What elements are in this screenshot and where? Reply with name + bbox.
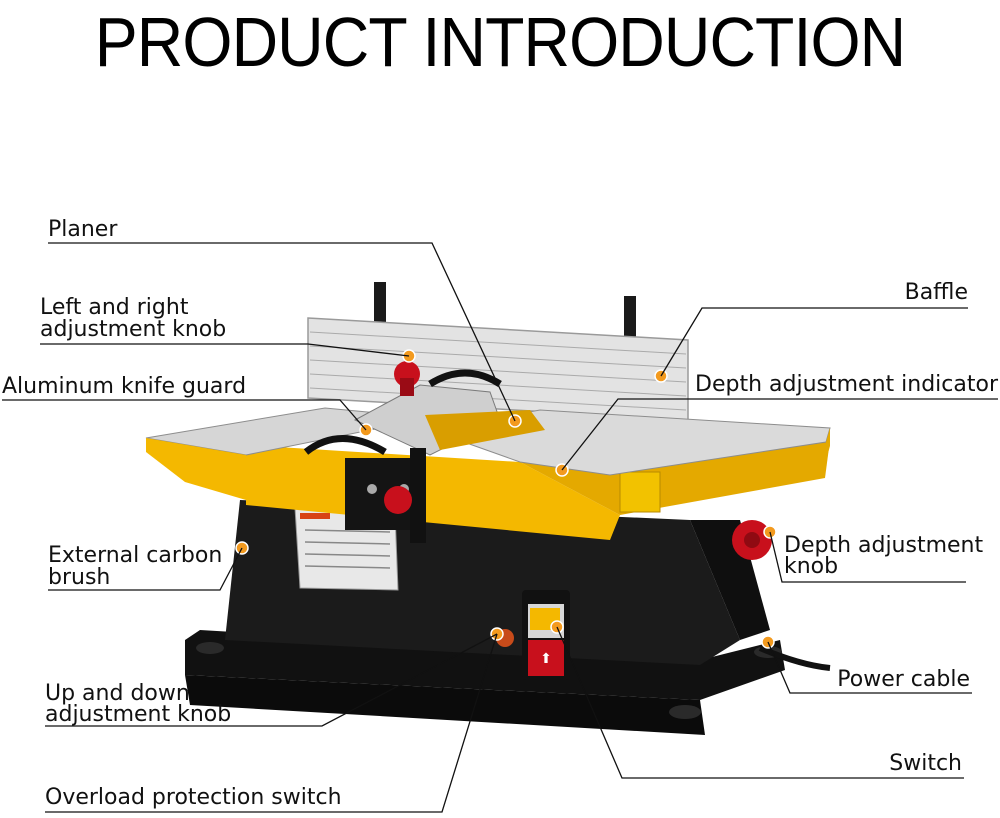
label-power-cable: Power cable	[837, 667, 970, 692]
label-depth-knob-line2: knob	[784, 554, 839, 579]
label-planer: Planer	[48, 217, 118, 242]
label-carbon-brush-line1: External carbon	[48, 543, 223, 568]
label-carbon-brush-line2: brush	[48, 565, 111, 590]
red-knobs	[384, 361, 772, 647]
label-switch: Switch	[889, 751, 962, 776]
label-up-down-knob-line1: Up and down	[45, 681, 190, 706]
label-depth-knob-line1: Depth adjustment	[784, 533, 984, 558]
column-post	[410, 448, 426, 543]
base-platform	[185, 630, 785, 735]
label-baffle: Baffle	[904, 280, 968, 305]
leader-lines	[2, 242, 998, 813]
label-aluminum-knife-guard: Aluminum knife guard	[2, 374, 247, 399]
label-overload-protection-switch: Overload protection switch	[45, 785, 342, 810]
page-title: PRODUCT INTRODUCTION	[94, 3, 906, 81]
svg-text:⬆: ⬆	[540, 650, 552, 666]
power-cable-line	[758, 645, 831, 671]
label-up-down-knob-line2: adjustment knob	[45, 702, 232, 727]
power-switch: ⬆	[522, 590, 570, 680]
label-left-right-knob-line2: adjustment knob	[40, 317, 227, 342]
label-depth-adjustment-indicator: Depth adjustment indicator	[695, 372, 998, 397]
label-left-right-knob-line1: Left and right	[40, 295, 189, 320]
